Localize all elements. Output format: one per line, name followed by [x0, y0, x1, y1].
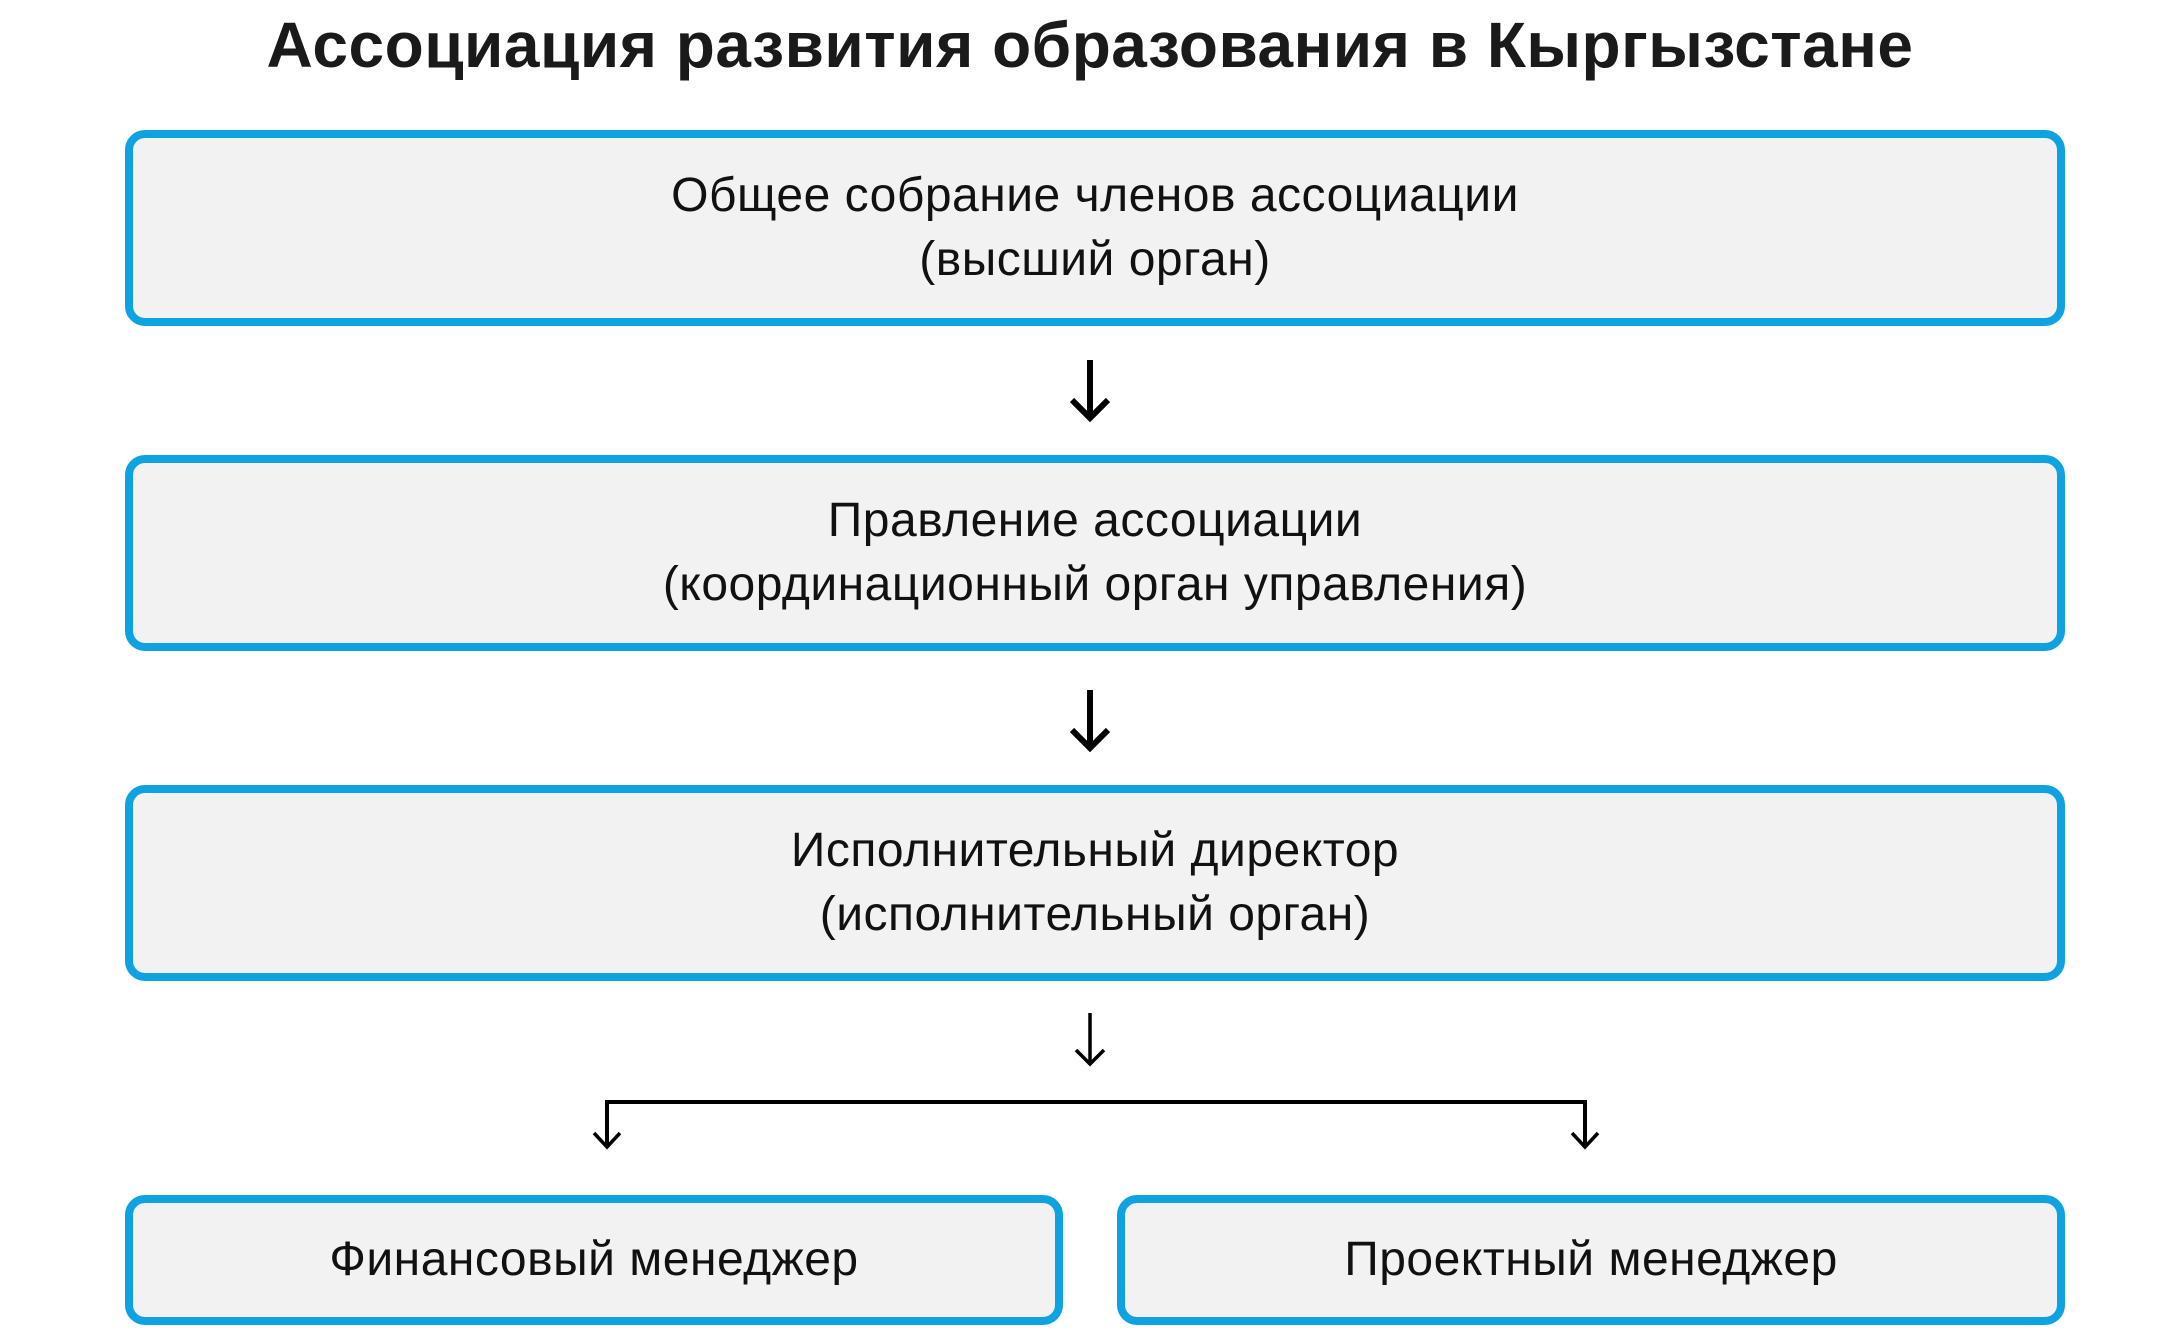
down-arrow-icon	[592, 1131, 622, 1150]
node-financial-manager-name: Финансовый менеджер	[329, 1233, 859, 1286]
down-arrow-icon	[1570, 1131, 1600, 1150]
node-board-role: (координационный орган управления)	[662, 558, 1528, 611]
node-executive-director-name: Исполнительный директор	[790, 824, 1400, 877]
node-financial-manager: Финансовый менеджер	[125, 1195, 1063, 1325]
down-arrow-icon	[1074, 1013, 1106, 1067]
branch-connector	[592, 1013, 1600, 1150]
down-arrow-icon	[1069, 690, 1111, 753]
page-title: Ассоциация развития образования в Кыргыз…	[266, 9, 1914, 81]
node-project-manager: Проектный менеджер	[1117, 1195, 2065, 1325]
node-general-meeting: Общее собрание членов ассоциации (высший…	[125, 130, 2065, 326]
down-arrow-icon	[1069, 360, 1111, 423]
node-general-meeting-role: (высший орган)	[919, 233, 1271, 286]
node-board-name: Правление ассоциации	[827, 494, 1363, 547]
node-project-manager-name: Проектный менеджер	[1344, 1233, 1838, 1286]
node-executive-director: Исполнительный директор (исполнительный …	[125, 785, 2065, 981]
node-executive-director-role: (исполнительный орган)	[819, 888, 1371, 941]
node-general-meeting-name: Общее собрание членов ассоциации	[671, 169, 1519, 222]
branch-rail	[605, 1100, 1587, 1146]
node-board: Правление ассоциации (координационный ор…	[125, 455, 2065, 651]
